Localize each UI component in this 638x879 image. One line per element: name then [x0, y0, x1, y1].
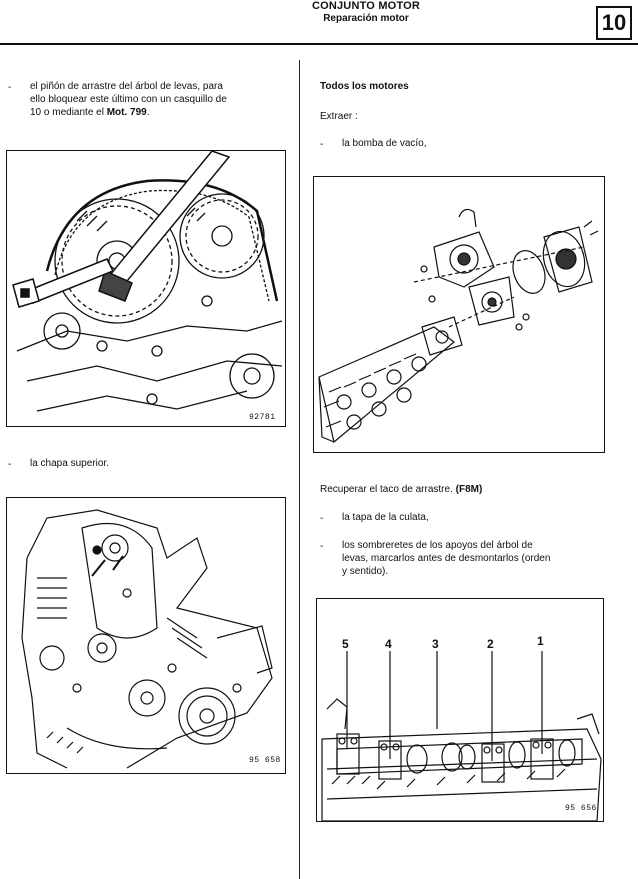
column-divider	[299, 60, 300, 879]
figure-camshaft-caps-drawing	[321, 651, 602, 821]
callout-5: 5	[342, 637, 349, 651]
bullet-dash: -	[320, 513, 324, 524]
callout-4: 4	[385, 637, 392, 651]
right-item-1: la bomba de vacío,	[342, 138, 427, 149]
section-heading: Todos los motores	[320, 81, 409, 92]
bullet-dash: -	[8, 459, 12, 470]
left-item-1: el piñón de arrastre del árbol de levas,…	[30, 80, 280, 119]
engine-code: (F8M)	[455, 484, 483, 495]
right-item-2: la tapa de la culata,	[342, 512, 429, 523]
section-number: 10	[596, 6, 632, 40]
left-item-1-line-1: el piñón de arrastre del árbol de levas,…	[30, 81, 223, 92]
bullet-dash: -	[8, 82, 12, 93]
left-item-1-line-3-text: 10 o mediante el	[30, 107, 107, 118]
figure-camshaft-sprocket-drawing	[12, 151, 283, 412]
callout-3: 3	[432, 637, 439, 651]
figure-code: 95 656	[565, 804, 597, 813]
figure-code: 95 658	[249, 756, 281, 765]
right-item-3-line-2: levas, marcarlos antes de desmontarlos (…	[342, 553, 551, 564]
figure-vacuum-pump	[313, 176, 605, 453]
recover-label: Recuperar el taco de arrastre.	[320, 484, 456, 495]
header-subtitle: Reparación motor	[323, 13, 409, 24]
figure-camshaft-sprocket: 92781	[6, 150, 286, 427]
right-item-3-line-1: los sombreretes de los apoyos del árbol …	[342, 540, 533, 551]
right-item-3-line-3: y sentido).	[342, 566, 389, 577]
left-item-1-line-3: 10 o mediante el Mot. 799.	[30, 106, 280, 119]
left-item-2: la chapa superior.	[30, 458, 109, 469]
bullet-dash: -	[320, 541, 324, 552]
left-item-1-line-2: ello bloquear este último con un casquil…	[30, 94, 227, 105]
header-rule	[0, 43, 638, 45]
callout-2: 2	[487, 637, 494, 651]
bullet-dash: -	[320, 139, 324, 150]
figure-camshaft-caps: 5 4 3 2 1 95 656	[316, 598, 604, 822]
left-item-1-line-3-end: .	[146, 107, 150, 118]
figure-upper-plate: 95 658	[6, 497, 286, 774]
right-item-3: los sombreretes de los apoyos del árbol …	[342, 539, 594, 578]
recover-text: Recuperar el taco de arrastre. (F8M)	[320, 483, 482, 496]
extract-label: Extraer :	[320, 111, 358, 122]
figure-vacuum-pump-drawing	[318, 208, 599, 444]
tool-reference: Mot. 799	[106, 107, 147, 118]
figure-upper-plate-drawing	[21, 509, 273, 769]
callout-1: 1	[537, 634, 544, 648]
header-title: CONJUNTO MOTOR	[311, 0, 421, 12]
figure-code: 92781	[249, 413, 276, 422]
